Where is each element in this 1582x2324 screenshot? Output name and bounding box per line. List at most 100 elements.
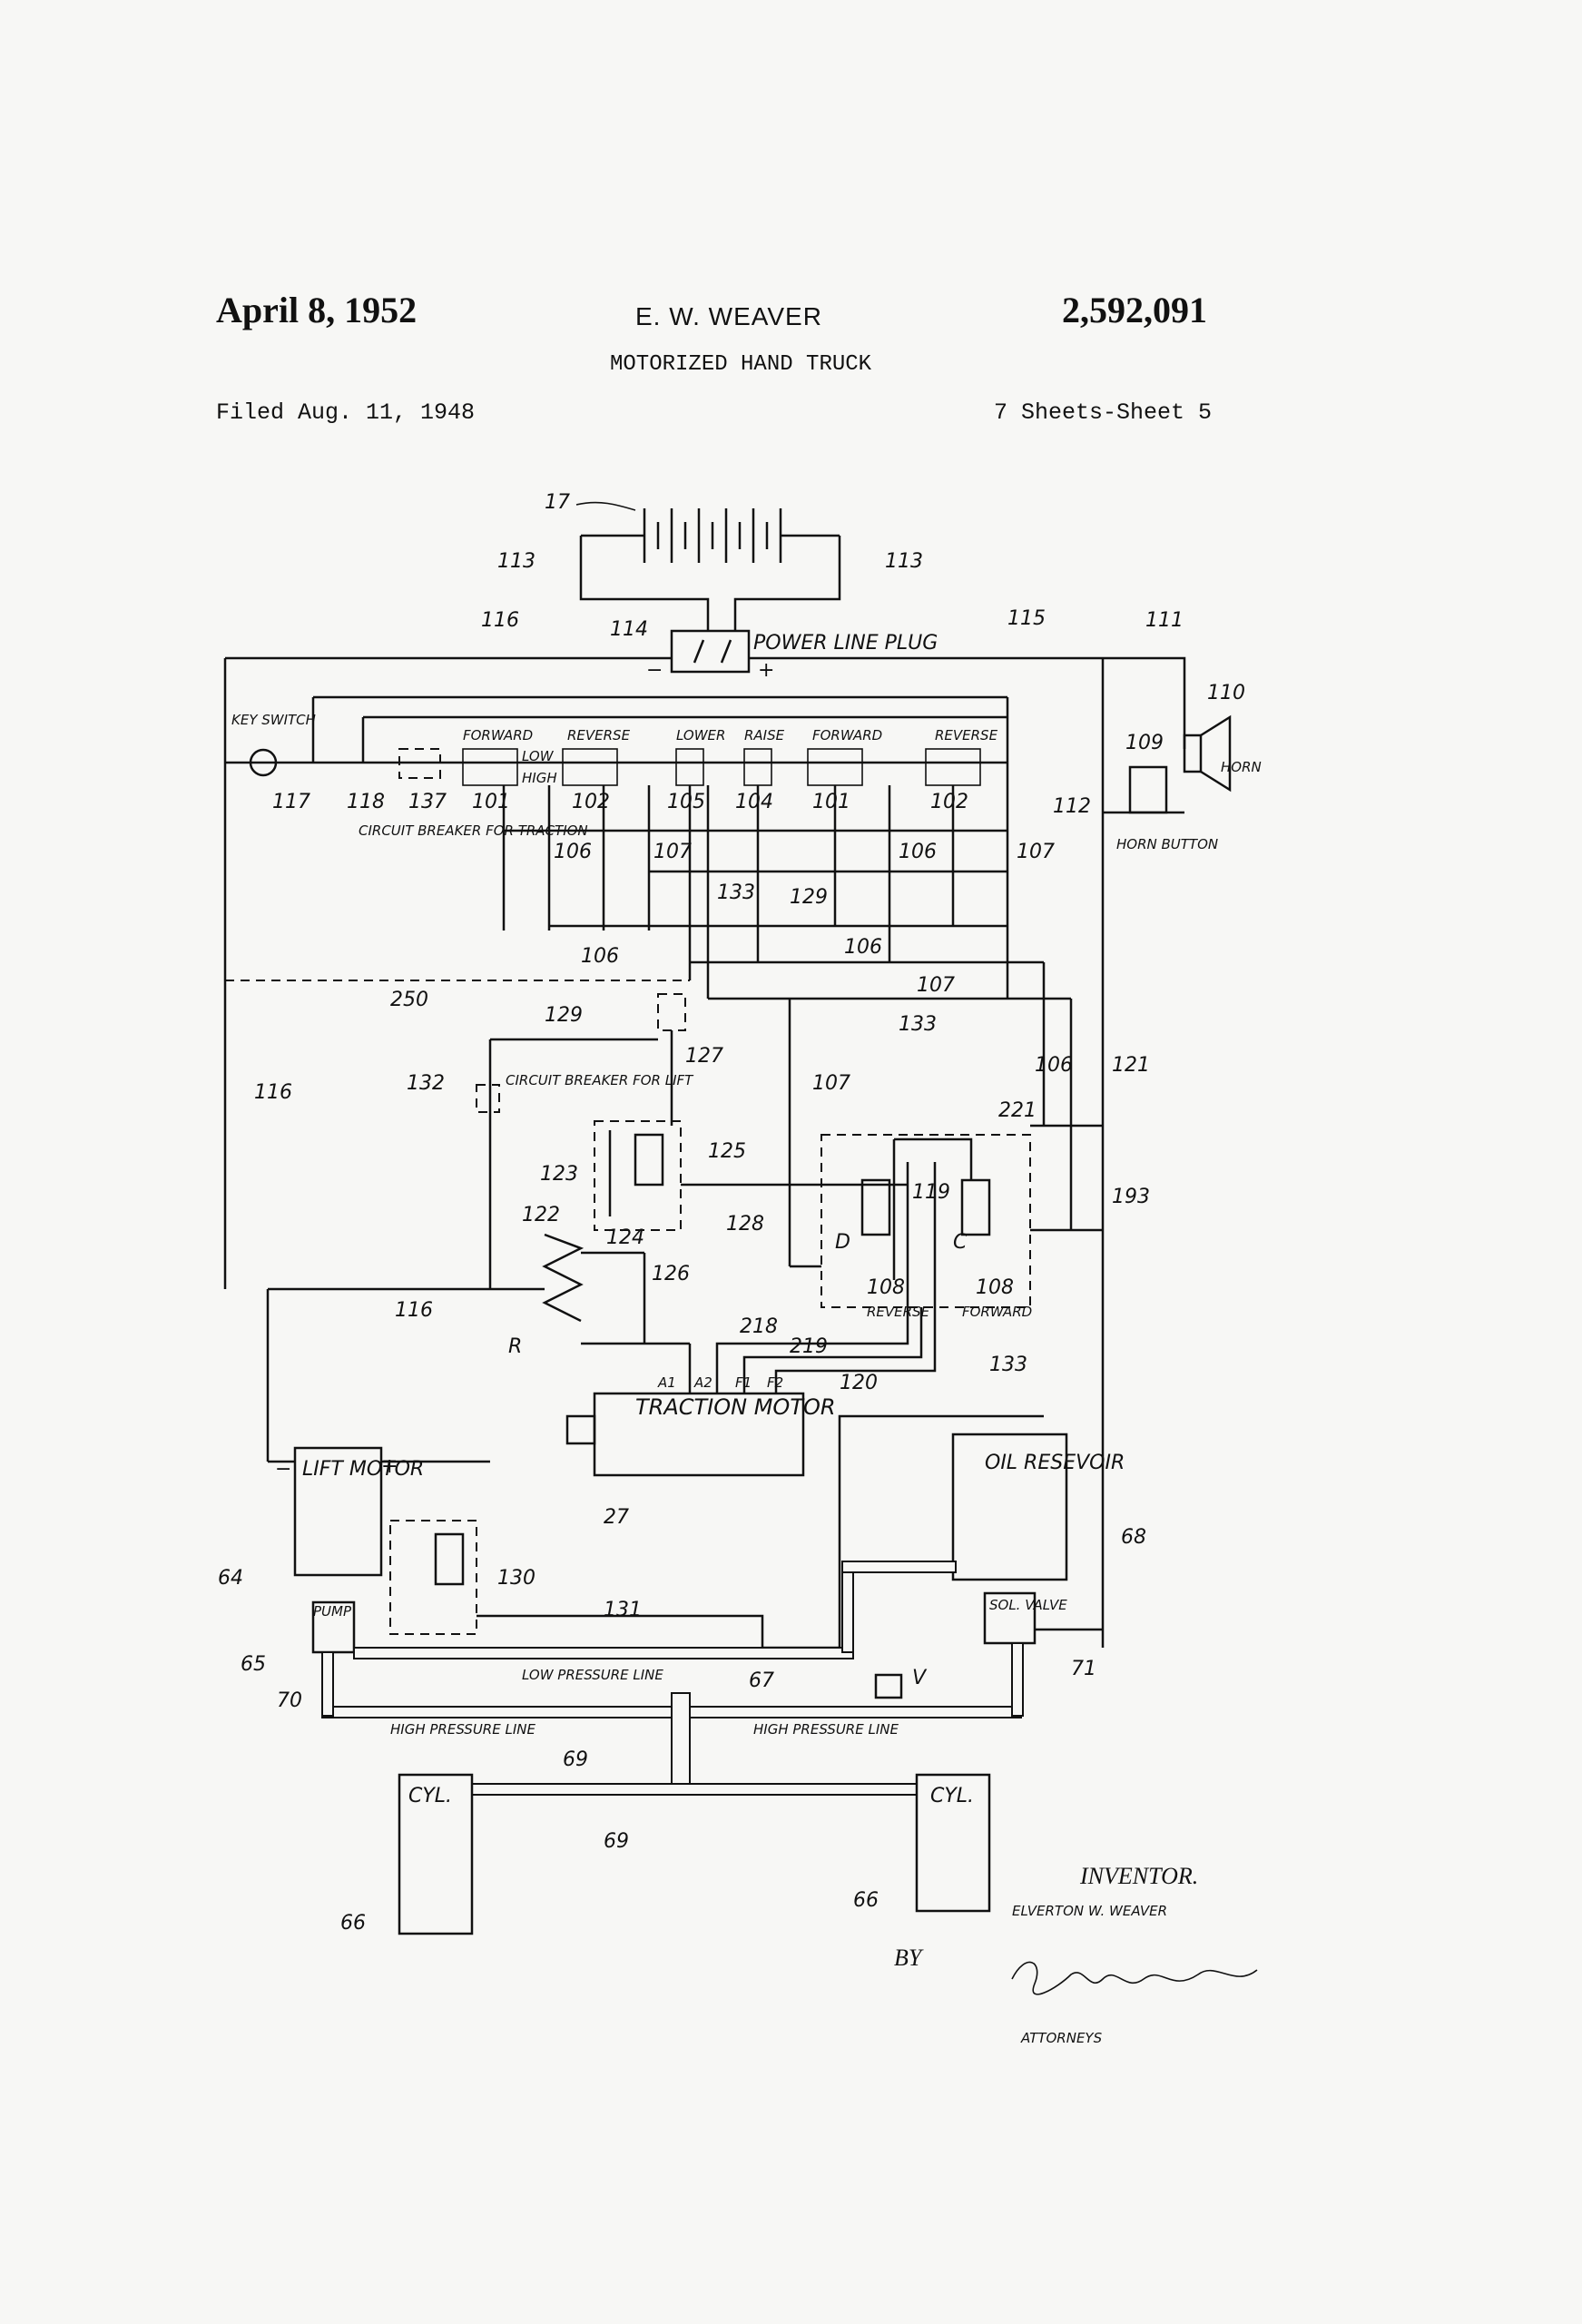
label-221: 221 (998, 1099, 1037, 1122)
label-119: 119 (912, 1181, 950, 1204)
label-sw-reverse: REVERSE (567, 727, 631, 743)
label-breaker-lift: CIRCUIT BREAKER FOR LIFT (506, 1072, 694, 1088)
label-108b: 108 (976, 1276, 1014, 1299)
label-107b: 107 (1017, 841, 1055, 863)
label-66b: 66 (853, 1889, 879, 1912)
label-70: 70 (277, 1689, 302, 1712)
label-101b: 101 (812, 791, 850, 813)
label-hp-left: HIGH PRESSURE LINE (390, 1721, 536, 1738)
label-106c: 106 (581, 945, 619, 968)
label-116-top: 116 (481, 609, 519, 632)
label-sol-valve: SOL. VALVE (989, 1597, 1067, 1613)
label-traction: TRACTION MOTOR (635, 1394, 836, 1420)
solenoid-valve (983, 1591, 1037, 1645)
label-124: 124 (606, 1226, 644, 1249)
label-key-switch: KEY SWITCH (231, 712, 316, 728)
patent-title: MOTORIZED HAND TRUCK (610, 352, 872, 377)
check-valve (874, 1673, 903, 1699)
label-112: 112 (1053, 795, 1091, 818)
direction-contactor (820, 1134, 1031, 1308)
horn-icon (1183, 734, 1203, 773)
patent-number: 2,592,091 (1062, 290, 1207, 330)
label-106: 106 (554, 841, 592, 863)
label-sw-forward-2: FORWARD (812, 727, 882, 743)
resistor-r (542, 1233, 585, 1323)
traction-shaft (565, 1414, 596, 1445)
label-133c: 133 (989, 1354, 1027, 1376)
label-113-left: 113 (497, 550, 536, 573)
power-line-plug (670, 629, 751, 674)
label-low-pressure: LOW PRESSURE LINE (522, 1667, 663, 1683)
label-minus: − (646, 659, 663, 682)
horn-button (1128, 765, 1168, 814)
label-horn-button: HORN BUTTON (1116, 836, 1218, 852)
label-130: 130 (497, 1567, 536, 1590)
label-69a: 69 (563, 1748, 588, 1771)
label-sw-reverse-2: REVERSE (935, 727, 998, 743)
label-sw-lower: LOWER (676, 727, 725, 743)
label-67: 67 (749, 1669, 774, 1692)
patent-date: April 8, 1952 (216, 290, 418, 330)
label-v: V (912, 1667, 928, 1689)
label-107c: 107 (917, 974, 955, 997)
label-102b: 102 (930, 791, 968, 813)
pipe-riser (841, 1561, 854, 1653)
label-129b: 129 (545, 1004, 583, 1027)
label-resistor: R (508, 1335, 522, 1358)
label-107: 107 (653, 841, 692, 863)
label-pump: PUMP (313, 1603, 352, 1620)
label-breaker-traction: CIRCUIT BREAKER FOR TRACTION (359, 822, 588, 839)
lift-contactor-130 (389, 1520, 477, 1635)
label-109: 109 (1125, 732, 1164, 754)
label-104: 104 (735, 791, 773, 813)
label-127: 127 (685, 1045, 723, 1068)
relay-coil-125 (634, 1133, 664, 1187)
label-219: 219 (790, 1335, 828, 1358)
label-115: 115 (1007, 607, 1046, 630)
label-118: 118 (347, 791, 385, 813)
switch-reverse-2 (925, 748, 981, 786)
label-114: 114 (610, 618, 648, 641)
label-116-low: 116 (395, 1299, 433, 1322)
label-133b: 133 (899, 1013, 937, 1036)
label-122: 122 (522, 1204, 560, 1226)
label-128: 128 (726, 1213, 764, 1236)
label-cyl-left: CYL. (408, 1785, 452, 1807)
label-121: 121 (1112, 1054, 1150, 1077)
label-17: 17 (545, 491, 570, 514)
label-plus: + (758, 659, 774, 682)
label-low: LOW (522, 748, 555, 764)
filed-date: Filed Aug. 11, 1948 (216, 399, 476, 426)
sheet-count: 7 Sheets-Sheet 5 (994, 399, 1213, 426)
label-sw-raise: RAISE (744, 727, 785, 743)
label-forward: FORWARD (962, 1304, 1032, 1320)
switch-lower (675, 748, 704, 786)
label-116-mid: 116 (254, 1081, 292, 1104)
label-106b: 106 (899, 841, 937, 863)
label-d: D (835, 1231, 850, 1254)
inventor-full-name: ELVERTON W. WEAVER (1012, 1903, 1167, 1919)
label-a2: A2 (693, 1374, 712, 1391)
label-126: 126 (652, 1263, 690, 1285)
label-137: 137 (408, 791, 447, 813)
label-by: BY (894, 1945, 924, 1971)
label-250: 250 (390, 989, 428, 1011)
switch-reverse (562, 748, 618, 786)
label-27: 27 (604, 1506, 629, 1529)
switch-raise (743, 748, 772, 786)
label-123: 123 (540, 1163, 578, 1186)
switch-forward-2 (807, 748, 863, 786)
pipe-tee (671, 1692, 691, 1794)
inventor-caption: INVENTOR. (1079, 1863, 1198, 1889)
switch-forward (462, 748, 518, 786)
attorney-signature (1011, 1961, 1258, 1995)
low-pressure-line (353, 1647, 854, 1659)
label-120: 120 (840, 1372, 878, 1394)
label-a1: A1 (657, 1374, 676, 1391)
label-lift-minus: − (275, 1458, 291, 1481)
label-reverse: REVERSE (867, 1304, 930, 1320)
lift-relay-switch (657, 993, 686, 1031)
label-111: 111 (1145, 609, 1184, 632)
label-106d: 106 (844, 936, 882, 959)
label-69b: 69 (604, 1830, 629, 1853)
